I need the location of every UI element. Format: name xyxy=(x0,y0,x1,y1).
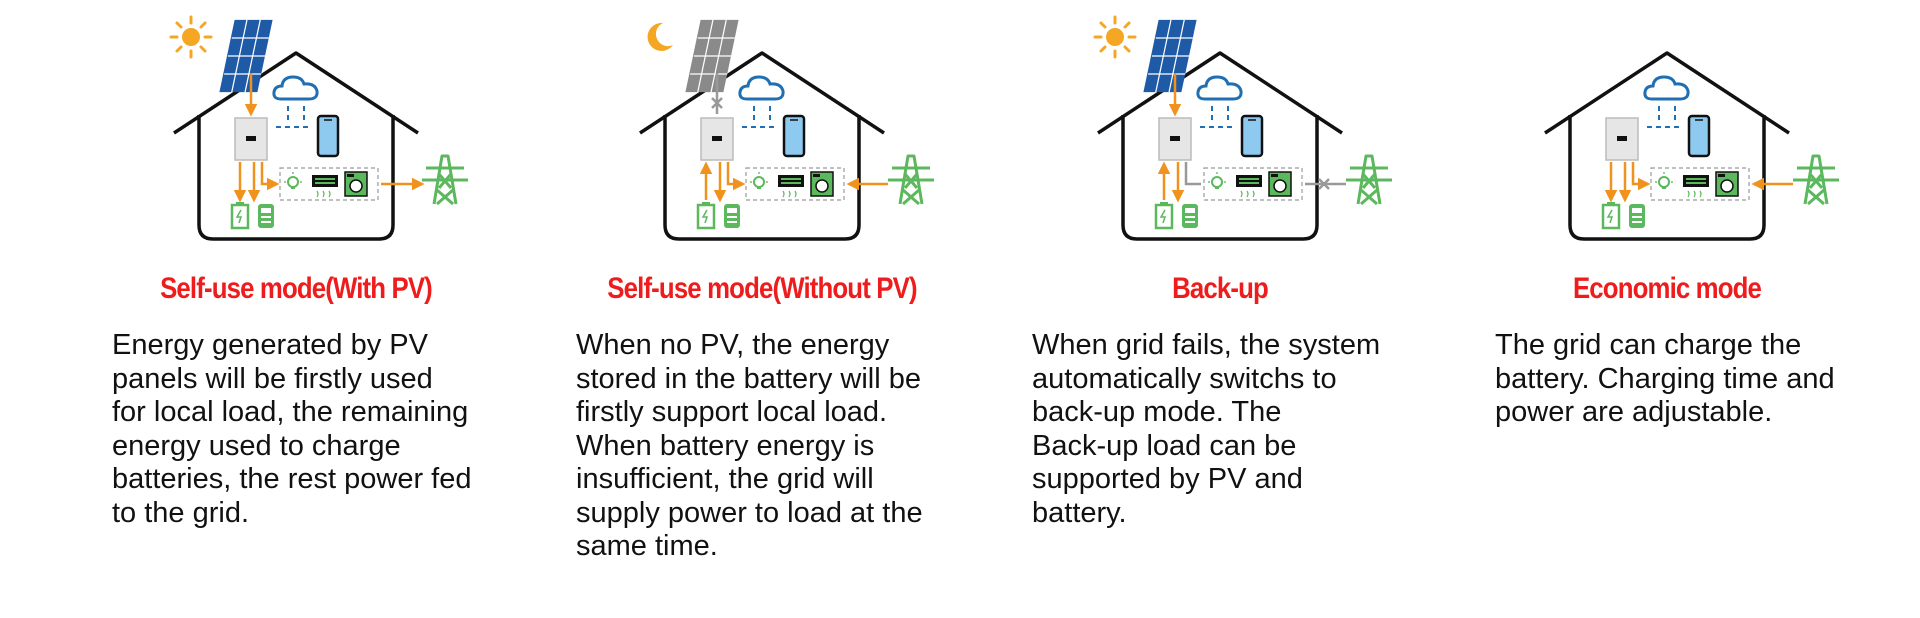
mode-description: Energy generated by PV panels will be fi… xyxy=(112,329,471,530)
mode-title: Self-use mode(With PV) xyxy=(160,272,433,305)
mode-title: Economic mode xyxy=(1572,272,1762,305)
mode-panel-back-up: Back-up When grid fails, the system auto… xyxy=(990,0,1450,618)
description-line: power are adjustable. xyxy=(1495,396,1773,428)
house-icon xyxy=(638,51,886,241)
power-grid-tower-icon xyxy=(1791,154,1841,206)
description-line: back-up mode. The xyxy=(1032,396,1282,428)
inverter-to-load-line xyxy=(1184,162,1201,186)
description-line: supported by PV and xyxy=(1032,463,1303,495)
battery-icon xyxy=(230,202,250,230)
cloud-link xyxy=(1200,106,1235,128)
description-line: When battery energy is xyxy=(576,429,875,462)
description-line: supply power to load at the xyxy=(576,496,923,529)
description-line: same time. xyxy=(576,530,718,562)
mode-title: Back-up xyxy=(1172,272,1269,305)
load-appliances-icon xyxy=(1203,167,1303,201)
inverter-icon xyxy=(234,117,268,161)
description-line: When no PV, the energy xyxy=(576,329,890,361)
description-line: automatically switchs to xyxy=(1032,362,1337,395)
sun-icon xyxy=(1093,15,1137,59)
inverter-icon xyxy=(1605,117,1639,161)
phone-icon xyxy=(1240,114,1264,158)
mode-panel-self-use-pv: Self-use mode(With PV) Energy generated … xyxy=(66,0,526,618)
battery-icon xyxy=(696,202,716,230)
mode-description: When grid fails, the system automaticall… xyxy=(1032,329,1380,530)
phone-icon xyxy=(316,114,340,158)
description-line: Energy generated by PV xyxy=(112,329,428,361)
inverter-icon xyxy=(700,117,734,161)
mode-title: Self-use mode(Without PV) xyxy=(607,272,917,305)
description-line: battery. Charging time and xyxy=(1495,362,1835,395)
power-grid-tower-icon xyxy=(1344,154,1394,206)
mode-diagram xyxy=(1093,15,1394,241)
mode-description: The grid can charge the battery. Chargin… xyxy=(1495,329,1835,430)
mode-panel-economic: Economic mode The grid can charge the ba… xyxy=(1437,0,1897,618)
description-line: for local load, the remaining xyxy=(112,396,469,428)
mode-panel-self-use-no-pv: Self-use mode(Without PV) When no PV, th… xyxy=(532,0,992,618)
mode-diagram xyxy=(169,15,470,241)
description-line: energy used to charge xyxy=(112,429,401,462)
inverter-icon xyxy=(1158,117,1192,161)
ev-charger-icon xyxy=(1182,204,1198,228)
load-appliances-icon xyxy=(279,167,379,201)
disconnect-mark-icon xyxy=(711,97,723,109)
inverter-to-load-arrow xyxy=(726,162,746,191)
description-line: The grid can charge the xyxy=(1495,329,1802,361)
ev-charger-icon xyxy=(724,204,740,228)
description-line: stored in the battery will be xyxy=(576,362,921,395)
mode-diagram xyxy=(638,19,936,241)
moon-icon xyxy=(647,22,673,51)
power-grid-tower-icon xyxy=(420,154,470,206)
description-line: When grid fails, the system xyxy=(1032,329,1381,361)
description-line: insufficient, the grid will xyxy=(576,463,874,495)
cloud-link xyxy=(1647,106,1682,128)
cloud-link xyxy=(276,106,311,128)
house-icon xyxy=(1543,51,1791,241)
cloud-icon xyxy=(738,75,785,101)
load-appliances-icon xyxy=(1650,167,1750,201)
solar-panel-icon xyxy=(218,19,274,93)
description-line: batteries, the rest power fed xyxy=(112,463,472,495)
load-appliances-icon xyxy=(745,167,845,201)
description-line: firstly support local load. xyxy=(576,396,888,428)
description-line: Back-up load can be xyxy=(1032,429,1297,462)
house-icon xyxy=(1096,51,1344,241)
ev-charger-icon xyxy=(1629,204,1645,228)
cloud-icon xyxy=(1196,75,1243,101)
mode-description: When no PV, the energy stored in the bat… xyxy=(576,329,923,564)
inverter-to-load-arrow xyxy=(1631,162,1651,191)
cloud-icon xyxy=(1643,75,1690,101)
solar-panel-gray-icon xyxy=(684,19,740,93)
description-line: panels will be firstly used xyxy=(112,362,433,395)
disconnect-mark-icon xyxy=(1318,178,1330,190)
battery-icon xyxy=(1601,202,1621,230)
sun-icon xyxy=(169,15,213,59)
cloud-icon xyxy=(272,75,319,101)
description-line: to the grid. xyxy=(112,496,250,529)
solar-panel-icon xyxy=(1142,19,1198,93)
battery-icon xyxy=(1154,202,1174,230)
ev-charger-icon xyxy=(258,204,274,228)
inverter-to-load-arrow xyxy=(260,162,280,191)
house-icon xyxy=(172,51,420,241)
mode-diagram xyxy=(1543,51,1841,241)
cloud-link xyxy=(742,106,777,128)
phone-icon xyxy=(1687,114,1711,158)
description-line: battery. xyxy=(1032,496,1127,529)
power-grid-tower-icon xyxy=(886,154,936,206)
phone-icon xyxy=(782,114,806,158)
